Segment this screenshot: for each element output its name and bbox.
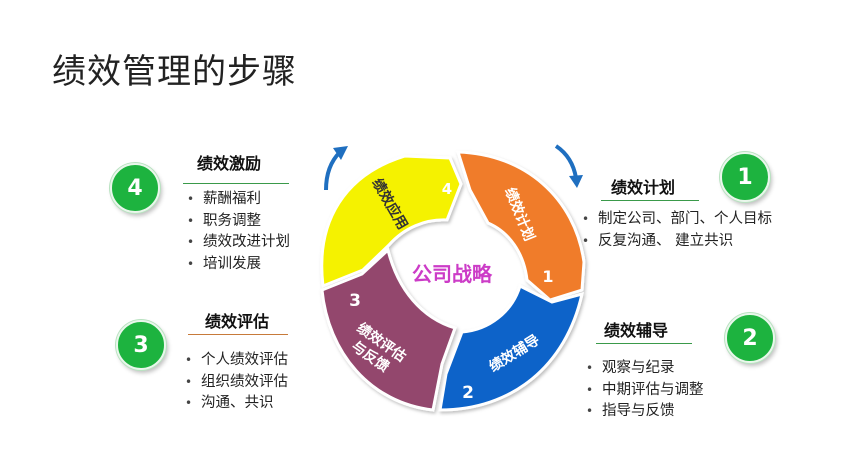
list-item: 沟通、共识	[185, 393, 288, 415]
segment-plan-number: 1	[542, 267, 553, 286]
segment-coach-number: 2	[462, 383, 474, 403]
section-review-list: 个人绩效评估 组织绩效评估 沟通、共识	[185, 350, 288, 415]
list-item: 薪酬福利	[187, 189, 290, 211]
segment-plan	[455, 150, 586, 302]
arrow-left-icon	[324, 150, 342, 191]
list-item: 反复沟通、 建立共识	[582, 231, 772, 253]
list-item: 中期评估与调整	[586, 380, 704, 402]
section-apply-divider	[183, 183, 289, 184]
arrow-left-head	[333, 146, 348, 160]
segment-coach	[438, 283, 585, 412]
list-item: 指导与反馈	[586, 401, 704, 423]
segment-review-number: 3	[349, 291, 361, 311]
section-plan-title: 绩效计划	[611, 178, 676, 197]
badge-plan: 1	[720, 152, 770, 202]
list-item: 个人绩效评估	[185, 350, 288, 372]
list-item: 职务调整	[187, 211, 290, 233]
badge-apply: 4	[110, 163, 160, 213]
section-apply-title: 绩效激励	[197, 154, 262, 173]
section-review-divider	[188, 334, 288, 335]
segment-apply	[320, 154, 463, 289]
section-review-title: 绩效评估	[205, 312, 270, 331]
section-coach-title: 绩效辅导	[604, 321, 669, 340]
section-apply-list: 薪酬福利 职务调整 绩效改进计划 培训发展	[187, 189, 290, 275]
segment-review	[320, 247, 457, 412]
list-item: 组织绩效评估	[185, 372, 288, 394]
center-label: 公司战略	[412, 262, 493, 286]
section-plan-divider	[601, 200, 699, 201]
list-item: 培训发展	[187, 254, 290, 276]
section-coach-divider	[596, 343, 692, 344]
segment-apply-number: 4	[442, 180, 452, 198]
page-title: 绩效管理的步骤	[52, 52, 297, 92]
list-item: 绩效改进计划	[187, 232, 290, 254]
section-coach-list: 观察与纪录 中期评估与调整 指导与反馈	[586, 358, 704, 423]
arrow-right-head	[569, 175, 583, 188]
list-item: 制定公司、部门、个人目标	[582, 209, 772, 231]
list-item: 观察与纪录	[586, 358, 704, 380]
badge-coach: 2	[725, 313, 775, 363]
arrow-right-icon	[554, 144, 578, 179]
section-plan-list: 制定公司、部门、个人目标 反复沟通、 建立共识	[582, 209, 772, 252]
badge-review: 3	[116, 320, 166, 370]
